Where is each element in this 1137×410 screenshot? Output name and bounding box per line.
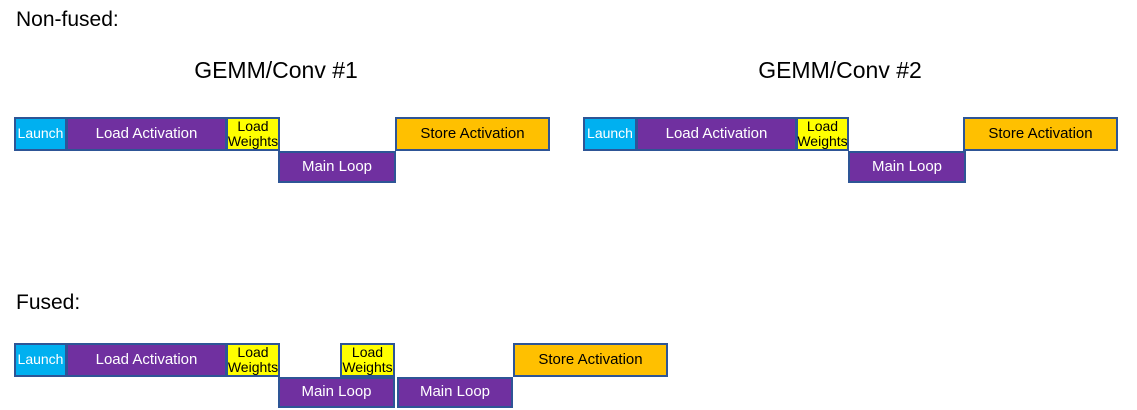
block-f-main-loop-1: Main Loop <box>278 377 395 408</box>
block-nf1-store-activation: Store Activation <box>395 117 550 151</box>
block-f-load-weights-2: Load Weights <box>340 343 395 377</box>
block-nf1-load-activation: Load Activation <box>66 117 227 151</box>
block-nf2-main-loop: Main Loop <box>848 151 966 183</box>
block-nf1-load-weights: Load Weights <box>226 117 280 151</box>
block-f-load-activation: Load Activation <box>66 343 227 377</box>
block-nf2-store-activation: Store Activation <box>963 117 1118 151</box>
block-nf2-launch: Launch <box>583 117 637 151</box>
block-nf1-launch: Launch <box>14 117 67 151</box>
gemm-conv-2-title: GEMM/Conv #2 <box>758 57 922 83</box>
block-f-store-activation: Store Activation <box>513 343 668 377</box>
block-f-main-loop-2: Main Loop <box>397 377 513 408</box>
non-fused-section-label: Non-fused: <box>16 8 119 31</box>
block-nf1-main-loop: Main Loop <box>278 151 396 183</box>
block-nf2-load-weights: Load Weights <box>796 117 849 151</box>
block-f-launch: Launch <box>14 343 67 377</box>
fused-section-label: Fused: <box>16 291 81 314</box>
gemm-conv-1-title: GEMM/Conv #1 <box>194 57 358 83</box>
block-f-load-weights-1: Load Weights <box>226 343 280 377</box>
block-nf2-load-activation: Load Activation <box>636 117 797 151</box>
